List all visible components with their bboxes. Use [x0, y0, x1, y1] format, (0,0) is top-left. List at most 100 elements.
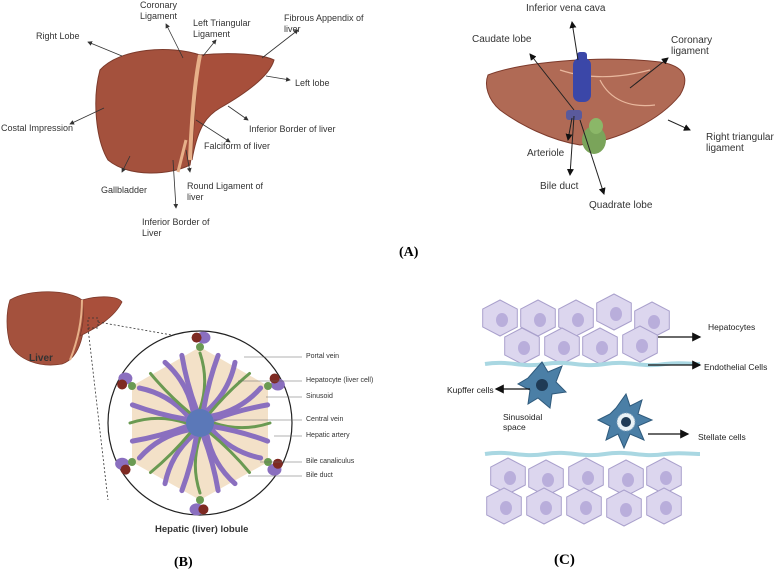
hepatocyte-nucleus: [636, 339, 648, 353]
kupffer-cell-shape: [516, 361, 568, 409]
hepatocyte-nucleus: [660, 471, 672, 485]
sinusoid-ray: [149, 372, 192, 415]
sinusoid-ray: [136, 427, 191, 461]
sinusoid-ray: [179, 352, 199, 412]
sinusoid-ray: [209, 427, 264, 461]
hepatocyte-nucleus: [582, 471, 594, 485]
hepatocyte-nucleus: [660, 501, 672, 515]
label-quadrate-lobe: Quadrate lobe: [589, 200, 653, 211]
label-inferior-border-left: Inferior Border of Liver: [142, 217, 210, 238]
sinusoid-ray: [212, 421, 272, 430]
sinusoid-ray: [149, 431, 192, 474]
hepatocyte-nucleus: [580, 501, 592, 515]
label-hepatocyte: Hepatocyte (liver cell): [306, 377, 374, 384]
label-inferior-border-right: Inferior Border of liver: [249, 124, 336, 134]
label-right-lobe: Right Lobe: [36, 31, 80, 41]
hepatic-artery-node: [198, 504, 209, 515]
vena-cava-shape: [573, 58, 591, 102]
hepatic-artery-node: [272, 458, 283, 469]
sinusoid-ray: [211, 402, 271, 422]
bile-duct-node: [196, 496, 204, 504]
bile-duct-node: [128, 458, 136, 466]
label-left-lobe: Left lobe: [295, 78, 330, 88]
label-posterior-coronary-ligament: Coronary ligament: [671, 35, 713, 57]
hepatic-lobule: [107, 330, 293, 516]
hepatic-artery-node: [120, 464, 131, 475]
zoom-lines: [87, 317, 201, 501]
central-vein-shape: [186, 409, 214, 437]
hepatocyte-nucleus: [534, 313, 546, 327]
label-bile-duct-lobule: Bile duct: [306, 472, 333, 479]
sinusoid-ray: [209, 385, 264, 419]
hepatocyte-nucleus: [558, 341, 570, 355]
hepatic-artery-node: [117, 379, 128, 390]
hepatocyte-nucleus: [622, 473, 634, 487]
sinusoid-ray: [208, 431, 251, 474]
posterior-liver-illustration: [486, 52, 686, 154]
label-hepatic-artery: Hepatic artery: [306, 432, 350, 439]
falciform-ligament: [188, 54, 202, 161]
posterior-leader-lines: [529, 21, 691, 195]
hepatocyte-nucleus: [542, 473, 554, 487]
panel-letter-a: (A): [399, 245, 419, 260]
sinusoid-ray: [201, 434, 221, 494]
label-kupffer-cells: Kupffer cells: [447, 385, 494, 395]
hepatocyte-nucleus: [518, 341, 530, 355]
lobule-leader-lines: [214, 356, 302, 477]
sinusoid-ray: [204, 432, 238, 487]
label-round-ligament: Round Ligament of liver: [187, 181, 264, 202]
label-liver: Liver: [29, 353, 53, 364]
sinusoid-ray: [204, 359, 238, 414]
hepatocyte-nucleus: [648, 315, 660, 329]
sinusoid-ray: [198, 351, 207, 411]
hepatocyte-nucleus: [500, 501, 512, 515]
lobule-title: Hepatic (liver) lobule: [155, 524, 249, 535]
label-gallbladder: Gallbladder: [101, 185, 148, 195]
hepatocyte-nucleus: [504, 471, 516, 485]
posterior-gallbladder: [582, 126, 606, 154]
bile-duct-node: [264, 382, 272, 390]
hepatocyte-nucleus: [620, 503, 632, 517]
sinusoid-ray: [136, 385, 191, 419]
sinusoid-ray: [201, 352, 221, 412]
hepatocyte-nucleus: [540, 501, 552, 515]
label-endothelial-cells: Endothelial Cells: [704, 362, 768, 372]
label-fibrous-appendix: Fibrous Appendix of liver: [284, 13, 364, 34]
label-caudate-lobe: Caudate lobe: [472, 34, 532, 45]
hepatic-artery-node: [269, 373, 280, 384]
posterior-liver-body: [486, 58, 686, 146]
label-coronary-ligament: Coronary Ligament: [140, 0, 178, 21]
label-left-triangular-ligament: Left Triangular Ligament: [193, 18, 251, 39]
panel-b-liver: [6, 291, 123, 366]
hepatocyte-nucleus: [496, 313, 508, 327]
bile-duct-node: [128, 382, 136, 390]
sinusoid-ray: [128, 416, 188, 425]
sinusoid-ray: [162, 359, 196, 414]
panel-letter-c: (C): [554, 552, 575, 568]
sinusoid-ray: [193, 435, 202, 495]
label-sinusoid: Sinusoid: [306, 393, 333, 400]
anterior-leader-lines: [69, 23, 299, 209]
bile-duct-node: [196, 343, 204, 351]
label-sinusoidal-space: Sinusoidal space: [503, 412, 543, 432]
hepatocyte-nucleus: [596, 341, 608, 355]
hepatic-artery-node: [191, 332, 202, 343]
panel-c-arrows: [494, 332, 702, 439]
panel-letter-b: (B): [174, 555, 193, 570]
sinusoid-ray: [179, 434, 199, 494]
label-bile-canaliculus: Bile canaliculus: [306, 458, 355, 465]
sinusoid-ray: [162, 432, 196, 487]
label-right-triangular-ligament: Right triangular ligament: [706, 132, 774, 154]
sinusoid-ray: [129, 424, 189, 444]
label-arteriole: Arteriole: [527, 148, 565, 159]
label-portal-vein: Portal vein: [306, 353, 340, 360]
label-bile-duct-posterior: Bile duct: [540, 181, 579, 192]
label-hepatocytes: Hepatocytes: [708, 322, 756, 332]
endothelial-lining-bottom: [484, 450, 701, 458]
sinusoid-ray: [211, 424, 271, 444]
label-central-vein: Central vein: [306, 416, 344, 423]
sinusoid-ray: [208, 372, 251, 415]
liver-right-lobe: [95, 49, 201, 174]
stellate-cell-shape: [596, 392, 654, 450]
hepatocyte-nucleus: [572, 313, 584, 327]
